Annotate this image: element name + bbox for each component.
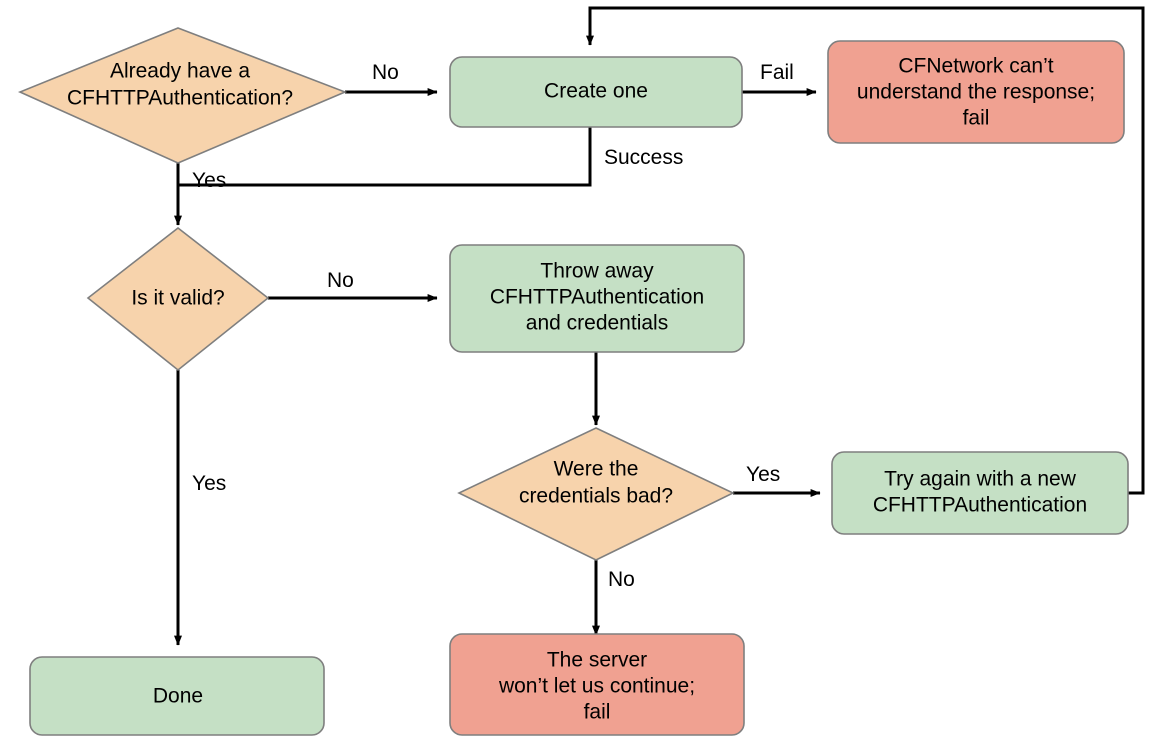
decision-shape [17, 27, 348, 164]
node-cfnetwork-line-1: understand the response; [857, 81, 1095, 104]
node-cfnetwork-line-0: CFNetwork can’t [898, 55, 1053, 78]
node-throw-away-line-0: Throw away [540, 260, 654, 283]
failure-shape [827, 40, 1125, 144]
node-server-line-2: fail [584, 701, 611, 724]
process-shape [29, 656, 325, 736]
node-were-credentials-bad[interactable]: Were the credentials bad? [457, 427, 735, 561]
node-server-line-1: won’t let us continue; [498, 675, 695, 698]
node-try-again-line-1: CFHTTPAuthentication [873, 494, 1087, 517]
edge-label-no-bottom: No [608, 568, 635, 591]
process-shape [831, 451, 1129, 535]
node-done-line-0: Done [153, 685, 203, 708]
process-shape [449, 244, 745, 353]
node-create-one-line-0: Create one [544, 80, 648, 103]
decision-shape [457, 427, 735, 561]
node-throw-away-line-2: and credentials [526, 312, 668, 335]
node-cfnetwork-cannot-understand[interactable]: CFNetwork can’t understand the response;… [827, 40, 1125, 144]
edge-is-it-valid-no: No [268, 269, 438, 302]
node-throw-away-auth[interactable]: Throw away CFHTTPAuthentication and cred… [449, 244, 745, 353]
node-already-have-auth-line-1: CFHTTPAuthentication? [67, 87, 293, 110]
edge-label-no-mid: No [327, 269, 354, 292]
node-create-one[interactable]: Create one [449, 56, 743, 128]
edge-label-fail: Fail [760, 61, 794, 84]
edge-try-again-loop-back [586, 6, 1145, 495]
node-server-line-0: The server [547, 649, 647, 672]
edge-label-no-top: No [372, 61, 399, 84]
node-already-have-auth-line-0: Already have a [110, 60, 250, 83]
node-already-have-auth[interactable]: Already have a CFHTTPAuthentication? [17, 27, 348, 164]
edge-label-yes-bottom: Yes [746, 463, 780, 486]
edge-create-one-fail: Fail [742, 61, 817, 96]
node-server-wont-continue[interactable]: The server won’t let us continue; fail [449, 633, 745, 736]
edge-label-success: Success [604, 146, 683, 169]
edge-were-credentials-bad-no: No [592, 560, 635, 636]
node-cfnetwork-line-2: fail [963, 107, 990, 130]
edge-already-have-auth-yes: Yes [174, 163, 226, 226]
process-shape [449, 56, 743, 128]
edge-were-credentials-bad-yes: Yes [733, 463, 821, 497]
edge-label-yes-top: Yes [192, 169, 226, 192]
edge-already-have-auth-no: No [345, 61, 438, 96]
node-done[interactable]: Done [29, 656, 325, 736]
node-try-again-new-auth[interactable]: Try again with a new CFHTTPAuthenticatio… [831, 451, 1129, 535]
node-throw-away-line-1: CFHTTPAuthentication [490, 286, 704, 309]
decision-shape [86, 226, 270, 372]
node-try-again-line-0: Try again with a new [884, 468, 1077, 491]
edge-is-it-valid-yes: Yes [174, 370, 226, 646]
node-is-it-valid[interactable]: Is it valid? [86, 226, 270, 372]
node-were-credentials-bad-line-1: credentials bad? [519, 485, 673, 508]
node-were-credentials-bad-line-0: Were the [554, 458, 639, 481]
edge-label-yes-mid: Yes [192, 472, 226, 495]
failure-shape [449, 633, 745, 736]
edge-create-one-success: Success [178, 127, 683, 187]
node-is-it-valid-line-0: Is it valid? [131, 287, 224, 310]
